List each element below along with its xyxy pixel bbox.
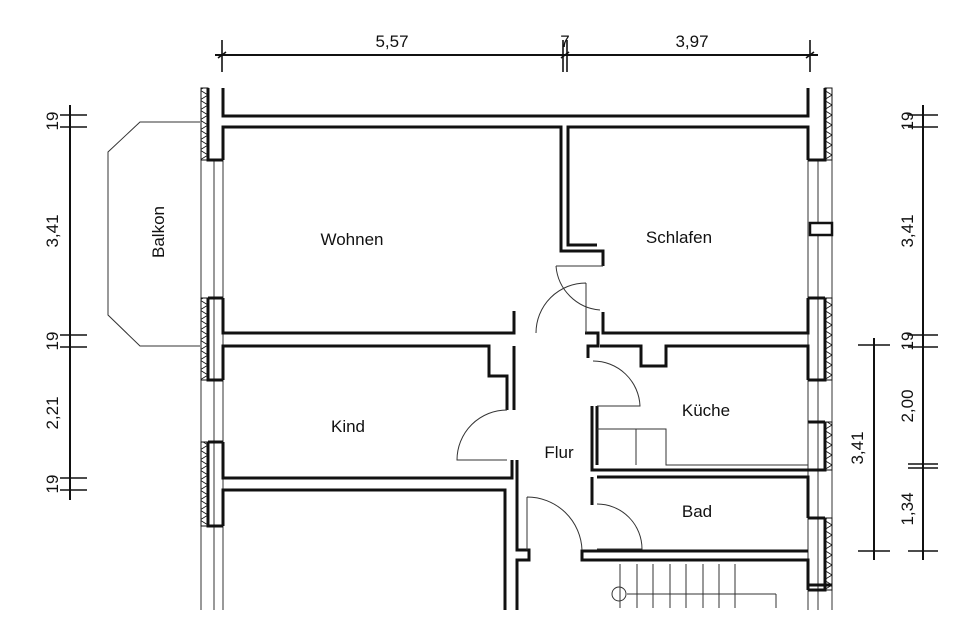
right-exterior-wall bbox=[806, 87, 834, 610]
room-label-balkon: Balkon bbox=[149, 206, 168, 258]
dim-left-upper: 3,41 bbox=[43, 214, 62, 247]
dim-left-bottom-wall: 19 bbox=[43, 475, 62, 494]
dim-right-inner-span: 3,41 bbox=[848, 431, 867, 464]
balcony-outline bbox=[107, 121, 200, 347]
dimension-right-inner: 3,41 bbox=[848, 338, 890, 560]
dim-right-lower-b: 1,34 bbox=[898, 492, 917, 525]
door-wohnen bbox=[535, 282, 587, 334]
room-label-bad: Bad bbox=[682, 502, 712, 521]
dimension-left: 19 3,41 19 2,21 19 bbox=[43, 105, 87, 500]
dim-left-top-wall: 19 bbox=[43, 112, 62, 131]
dim-right-mid-wall: 19 bbox=[898, 332, 917, 351]
door-kueche bbox=[592, 360, 641, 407]
doors bbox=[456, 265, 643, 551]
dim-top-middle: 7 bbox=[560, 32, 569, 51]
dim-top-left: 5,57 bbox=[375, 32, 408, 51]
room-label-flur: Flur bbox=[544, 443, 574, 462]
room-label-schlafen: Schlafen bbox=[646, 228, 712, 247]
stair-start-marker bbox=[611, 586, 627, 602]
left-exterior-wall bbox=[200, 87, 225, 610]
door-entrance bbox=[526, 496, 583, 551]
dim-left-lower: 2,21 bbox=[43, 396, 62, 429]
staircase bbox=[611, 564, 777, 608]
dim-right-top-wall: 19 bbox=[898, 112, 917, 131]
door-schlafen bbox=[555, 265, 603, 311]
dim-right-upper: 3,41 bbox=[898, 214, 917, 247]
window-mullion bbox=[808, 221, 834, 237]
room-label-kueche: Küche bbox=[682, 401, 730, 420]
dim-left-mid-wall: 19 bbox=[43, 332, 62, 351]
door-bad bbox=[596, 503, 643, 550]
dim-top-right: 3,97 bbox=[675, 32, 708, 51]
walls bbox=[221, 88, 832, 610]
room-label-wohnen: Wohnen bbox=[320, 230, 383, 249]
room-label-kind: Kind bbox=[331, 417, 365, 436]
door-kind bbox=[456, 409, 508, 461]
dimension-top: 5,57 7 3,97 bbox=[215, 32, 818, 72]
dim-right-lower-a: 2,00 bbox=[898, 389, 917, 422]
dimension-right-outer: 19 3,41 19 2,00 1,34 bbox=[898, 105, 938, 560]
